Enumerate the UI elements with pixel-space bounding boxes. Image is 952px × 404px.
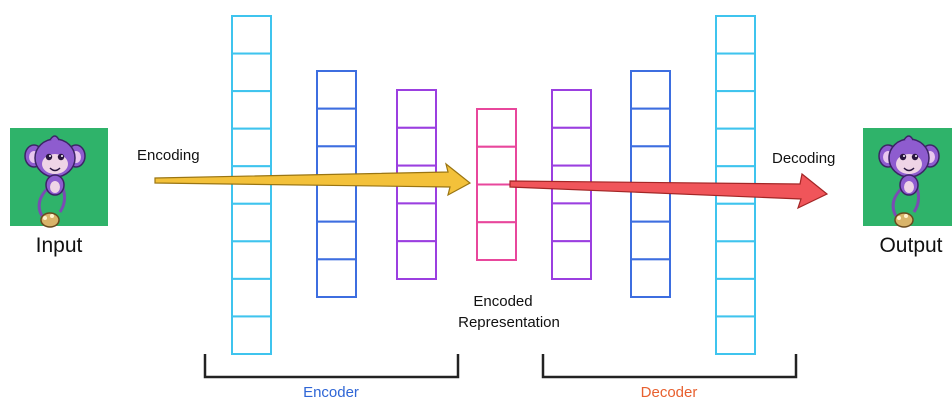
layer-neuron-cell [551,89,592,129]
layer-neuron-cell [630,145,671,185]
layer-neuron-cell [630,70,671,110]
layer-neuron-cell [715,127,756,168]
encoder-layer [231,15,272,356]
layer-neuron-cell [551,240,592,280]
encoder-bracket [203,354,460,379]
layer-neuron-cell [316,258,357,299]
layer-neuron-cell [715,52,756,93]
output-image [863,128,952,229]
encoded-representation-label-line2: Representation [458,314,560,331]
encoder-layer [396,89,437,280]
layer-neuron-cell [231,277,272,318]
layer-neuron-cell [231,202,272,243]
layer-neuron-cell [231,165,272,205]
layer-neuron-cell [715,315,756,356]
layer-neuron-cell [551,202,592,243]
layer-neuron-cell [316,70,357,110]
layer-neuron-cell [715,240,756,280]
output-label: Output [879,234,942,257]
layer-neuron-cell [715,277,756,318]
layer-neuron-cell [231,15,272,55]
layer-neuron-cell [476,221,517,261]
bottleneck-layer [476,108,517,261]
encoding-arrow [154,162,472,197]
layer-neuron-cell [476,183,517,224]
decoding-arrow [509,172,829,210]
layer-neuron-cell [396,202,437,243]
encoder-layer [316,70,357,299]
layer-neuron-cell [396,126,437,167]
layer-neuron-cell [630,220,671,261]
layer-neuron-cell [630,107,671,148]
layer-neuron-cell [476,108,517,148]
layer-neuron-cell [316,107,357,148]
decoder-bracket [541,354,798,379]
layer-neuron-cell [715,202,756,243]
layer-neuron-cell [396,240,437,280]
layer-neuron-cell [316,183,357,223]
layer-neuron-cell [231,315,272,356]
decoder-label: Decoder [641,384,698,401]
layer-neuron-cell [715,15,756,55]
layer-neuron-cell [231,240,272,280]
layer-neuron-cell [231,90,272,130]
layer-neuron-cell [715,90,756,130]
encoded-representation-label-line1: Encoded [473,293,532,310]
layer-neuron-cell [476,145,517,186]
layer-neuron-cell [551,126,592,167]
layer-neuron-cell [231,52,272,93]
layer-neuron-cell [630,258,671,299]
layer-neuron-cell [231,127,272,168]
encoder-label: Encoder [303,384,359,401]
input-image [10,128,108,229]
decoding-label: Decoding [772,150,835,167]
input-label: Input [36,234,83,257]
encoding-label: Encoding [137,147,200,164]
layer-neuron-cell [316,220,357,261]
layer-neuron-cell [396,89,437,129]
